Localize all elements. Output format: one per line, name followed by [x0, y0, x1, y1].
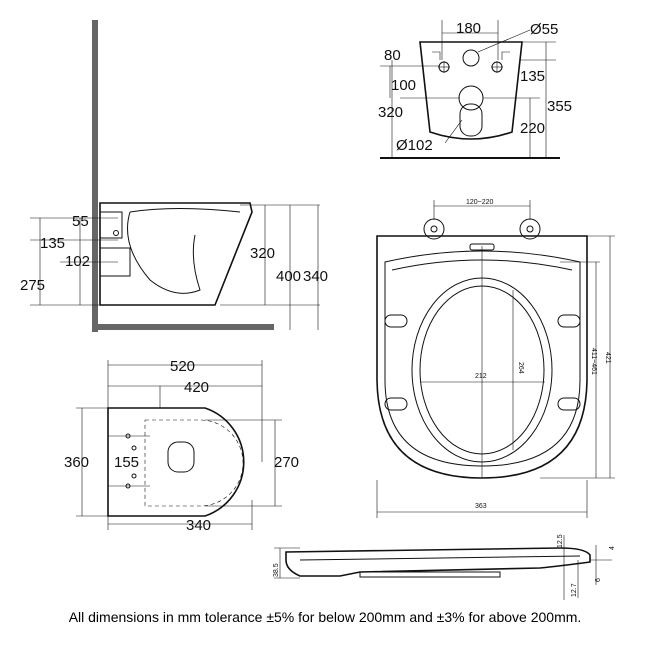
seat-profile: 12.5 38.5 12.7 4 6: [273, 534, 616, 600]
side-dim-275: 275: [20, 277, 45, 294]
rear-dim-320: 320: [378, 104, 403, 121]
top-dim-420: 420: [184, 379, 209, 396]
seat-dim-421: 421: [604, 352, 611, 364]
rear-dim-180: 180: [456, 20, 481, 37]
profile-dim-4: 4: [609, 546, 616, 550]
rear-dim-80: 80: [384, 47, 401, 64]
side-view: 55 135 102 275 320 400 340: [20, 20, 328, 332]
rear-dim-220: 220: [520, 120, 545, 137]
top-dim-270: 270: [274, 454, 299, 471]
top-dim-360: 360: [64, 454, 89, 471]
side-dim-400: 400: [276, 268, 301, 285]
rear-dim-dia102: Ø102: [396, 137, 433, 154]
side-dim-135: 135: [40, 235, 65, 252]
rear-dim-135: 135: [520, 68, 545, 85]
side-dim-320: 320: [250, 245, 275, 262]
top-dim-155: 155: [114, 454, 139, 471]
profile-dim-6: 6: [595, 578, 602, 582]
side-dim-55: 55: [72, 213, 89, 230]
rear-view: 180 Ø55 80 100 135 320 355 220 Ø102: [378, 20, 572, 159]
top-view: 520 420 360 155 270 340: [64, 358, 299, 534]
tolerance-footnote: All dimensions in mm tolerance ±5% for b…: [68, 609, 582, 625]
profile-dim-12-7: 12.7: [571, 583, 578, 597]
seat-dim-363: 363: [475, 503, 487, 510]
seat-dim-120-220: 120~220: [466, 199, 494, 206]
top-dim-340: 340: [186, 517, 211, 534]
side-dim-340: 340: [303, 268, 328, 285]
top-dim-520: 520: [170, 358, 195, 375]
rear-dim-355: 355: [547, 98, 572, 115]
rear-dim-100: 100: [391, 77, 416, 94]
seat-dim-264: 264: [517, 362, 524, 374]
profile-dim-38-5: 38.5: [273, 563, 280, 577]
seat-dim-212: 212: [475, 373, 487, 380]
seat-plan: 120~220 212 264 411~461 421 363: [376, 199, 615, 518]
side-dim-102: 102: [65, 253, 90, 270]
seat-dim-411-461: 411~461: [590, 348, 597, 375]
rear-dim-dia55: Ø55: [530, 21, 558, 38]
profile-dim-12-5: 12.5: [557, 534, 564, 548]
